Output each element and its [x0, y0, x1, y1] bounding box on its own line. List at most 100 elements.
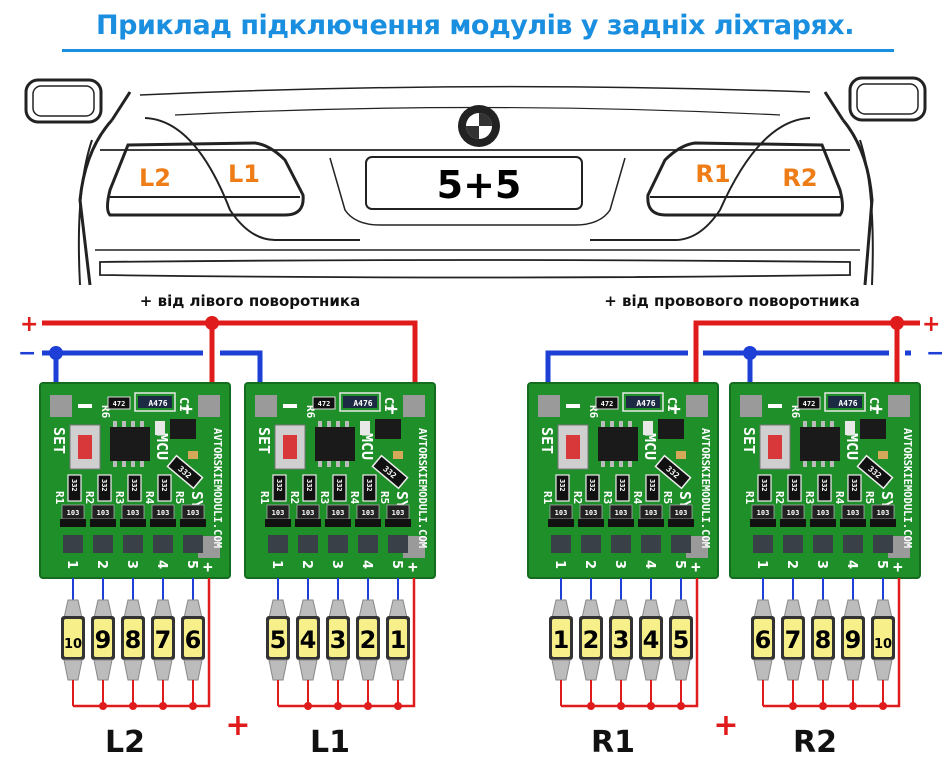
output-pad [388, 535, 408, 553]
transistor-body [325, 519, 351, 527]
set-button-cap[interactable] [768, 435, 782, 459]
transistor-code: 103 [157, 509, 170, 517]
c1-capacitor [828, 396, 862, 408]
chip-pin [113, 421, 117, 427]
chip-pin [318, 461, 322, 467]
festoon-bulb: 2 [356, 599, 380, 681]
bulb-number: 4 [643, 626, 660, 654]
group-label-r2: R2 [793, 725, 837, 760]
r5-resistor [166, 454, 204, 490]
bulb-number: 9 [845, 626, 862, 654]
mcu-label: MCU [843, 433, 861, 460]
resistor-label: R1 [53, 491, 66, 505]
pin-number: 3 [124, 560, 139, 569]
resistor-code: 332 [365, 479, 373, 492]
cap-code: A476 [148, 399, 167, 408]
small-capacitor [188, 451, 198, 459]
r6-resistor [312, 396, 336, 410]
output-pad [641, 535, 661, 553]
chip-pin [140, 461, 144, 467]
resistor-label: R3 [803, 491, 816, 504]
resistor [585, 474, 600, 502]
chip-pin [140, 421, 144, 427]
set-label: SET [50, 427, 68, 454]
chip-pin [812, 421, 816, 427]
mcu-chip [800, 427, 840, 461]
bulb-cap-top [671, 599, 691, 619]
output-pad [183, 535, 203, 553]
lamp-label-l2: L2 [139, 164, 171, 192]
resistor [67, 474, 82, 502]
bulb-face [814, 619, 832, 657]
festoon-bulb: 8 [121, 599, 145, 681]
transistor-code: 103 [302, 509, 315, 517]
transistor-body [810, 519, 836, 527]
set-label: SET [740, 427, 758, 454]
c1-outline [622, 392, 664, 412]
resistor [757, 474, 772, 502]
set-label: SET [255, 427, 273, 454]
bulb-number: 2 [360, 626, 377, 654]
pad-minus [538, 395, 560, 417]
pin-number: 2 [299, 560, 314, 569]
bulb-cap-bottom [153, 659, 173, 681]
small-capacitor [393, 451, 403, 459]
led [155, 421, 165, 435]
resistor-code: 332 [648, 479, 656, 492]
bulb-cap-top [611, 599, 631, 619]
minus-glyph [768, 404, 782, 408]
bulb-cap-bottom [183, 659, 203, 681]
resistor-code: 332 [305, 479, 313, 492]
bulb-face [874, 619, 892, 657]
pin-number: 2 [784, 560, 799, 569]
bulb-face [64, 619, 82, 657]
right-plus-marker: + [922, 312, 940, 337]
resistor-label: R2 [773, 491, 786, 504]
lamp-label-r2: R2 [782, 164, 817, 192]
bulb-cap-top [843, 599, 863, 619]
website-label: AVTORSKIEMODULI.COM [211, 428, 223, 548]
pin-number: 4 [642, 560, 657, 569]
r6-resistor [797, 396, 821, 410]
chip-pin [619, 461, 623, 467]
bulb-cap-top [873, 599, 893, 619]
mcu-chip [315, 427, 355, 461]
resistor-label: R5 [661, 491, 674, 504]
resistor-label: R5 [863, 491, 876, 504]
website-label: AVTORSKIEMODULI.COM [699, 428, 711, 548]
bulb-number: 7 [785, 626, 802, 654]
chip-pin [327, 421, 331, 427]
minus-glyph [283, 404, 297, 408]
bulb-cap-bottom [753, 659, 773, 681]
resistor [615, 474, 630, 502]
output-pad [813, 535, 833, 553]
c1-outline [824, 392, 866, 412]
lamp-label-r1: R1 [695, 160, 730, 188]
right-group-plus: + [713, 708, 738, 743]
transistor-body [668, 519, 694, 527]
bulb-cap-bottom [268, 659, 288, 681]
resistor-label: R4 [631, 491, 644, 505]
set-button-cap[interactable] [566, 435, 580, 459]
output-pad [268, 535, 288, 553]
resistor [302, 474, 317, 502]
led [360, 421, 370, 435]
set-button-cap[interactable] [283, 435, 297, 459]
pad-minus [50, 395, 72, 417]
led [643, 421, 653, 435]
resistor-code: 332 [558, 479, 566, 492]
transistor-body [750, 519, 776, 527]
bulb-cap-bottom [551, 659, 571, 681]
right-mirror [848, 76, 927, 122]
bulb-cap-bottom [813, 659, 833, 681]
bulb-cap-top [268, 599, 288, 619]
set-button-cap[interactable] [78, 435, 92, 459]
r5-resistor [856, 454, 894, 490]
junction-dot [743, 346, 757, 360]
transistor-body [295, 519, 321, 527]
bulb-face [124, 619, 142, 657]
bulb-face [612, 619, 630, 657]
group-label-r1: R1 [591, 725, 635, 760]
resistor-code: 332 [160, 479, 168, 492]
